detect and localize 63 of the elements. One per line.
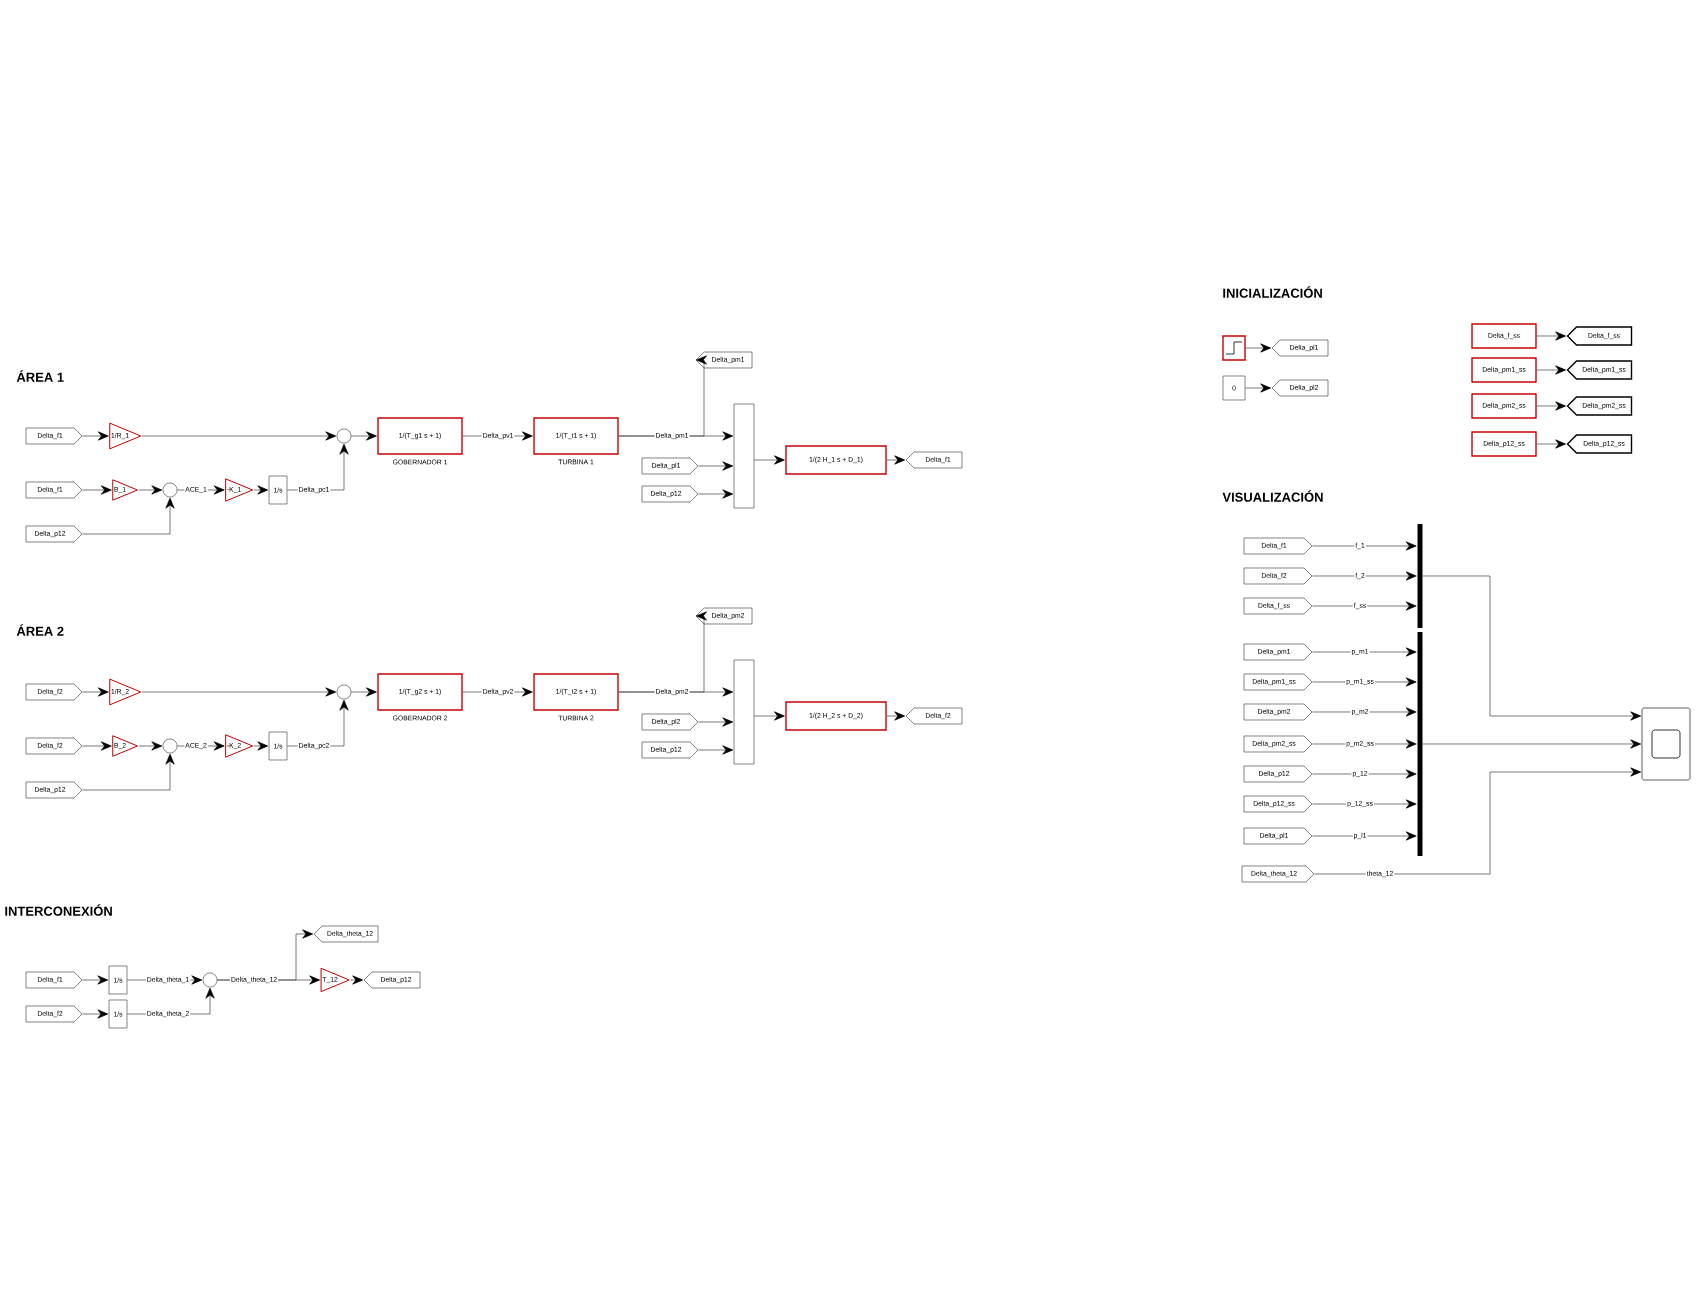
signal-line (138, 485, 163, 495)
signal-line (1245, 343, 1272, 353)
signal-line (82, 431, 109, 441)
signal-line (698, 745, 734, 755)
signal-line (753, 711, 785, 721)
signal-line (1314, 767, 1642, 875)
mux-block (733, 659, 755, 765)
signal-line (253, 741, 269, 751)
signal-line (350, 975, 364, 985)
signal-line (1422, 739, 1642, 749)
signal-line (141, 687, 337, 697)
signal-line (698, 717, 734, 727)
signal-line (1312, 707, 1417, 717)
sum-circle (336, 684, 352, 700)
signal-line (126, 975, 203, 985)
signal-line (253, 485, 269, 495)
signal-line (1244, 383, 1272, 393)
signal-line (1536, 439, 1566, 449)
signal-line (141, 431, 337, 441)
signal-line (1312, 647, 1417, 657)
signal-line (1312, 799, 1417, 809)
signal-line (82, 687, 109, 697)
signal-line (886, 455, 906, 465)
signal-line (350, 687, 377, 697)
signal-line (82, 753, 175, 791)
mux-block (733, 403, 755, 509)
signal-line (1536, 401, 1566, 411)
sum-circle (202, 972, 218, 988)
sum-circle (162, 738, 178, 754)
step-block (1222, 335, 1246, 361)
sum-circle (162, 482, 178, 498)
signal-line (698, 489, 734, 499)
signal-line (1312, 571, 1417, 581)
signal-line (82, 975, 109, 985)
sum-circle (336, 428, 352, 444)
signal-line (176, 485, 225, 495)
signal-line (462, 687, 533, 697)
signal-line (286, 699, 349, 747)
signal-line (618, 611, 707, 693)
signal-line (1536, 365, 1566, 375)
signal-line (1312, 739, 1417, 749)
signal-line (753, 455, 785, 465)
signal-line (886, 711, 906, 721)
signal-line (82, 485, 112, 495)
signal-line (618, 355, 707, 437)
signal-line (1312, 601, 1417, 611)
signal-line (698, 461, 734, 471)
signal-line (138, 741, 163, 751)
signal-line (1422, 575, 1642, 721)
signal-line (1312, 769, 1417, 779)
signal-line (350, 431, 377, 441)
scope-block (1641, 707, 1691, 781)
signal-line (1536, 331, 1566, 341)
signal-line (1312, 541, 1417, 551)
signal-line (1312, 831, 1417, 841)
signal-line (82, 741, 112, 751)
signal-line (176, 741, 225, 751)
signal-line (1312, 677, 1417, 687)
signal-line (286, 443, 349, 491)
signal-line (462, 431, 533, 441)
signal-line (126, 987, 215, 1015)
signal-line (82, 497, 175, 535)
signal-line (82, 1009, 109, 1019)
